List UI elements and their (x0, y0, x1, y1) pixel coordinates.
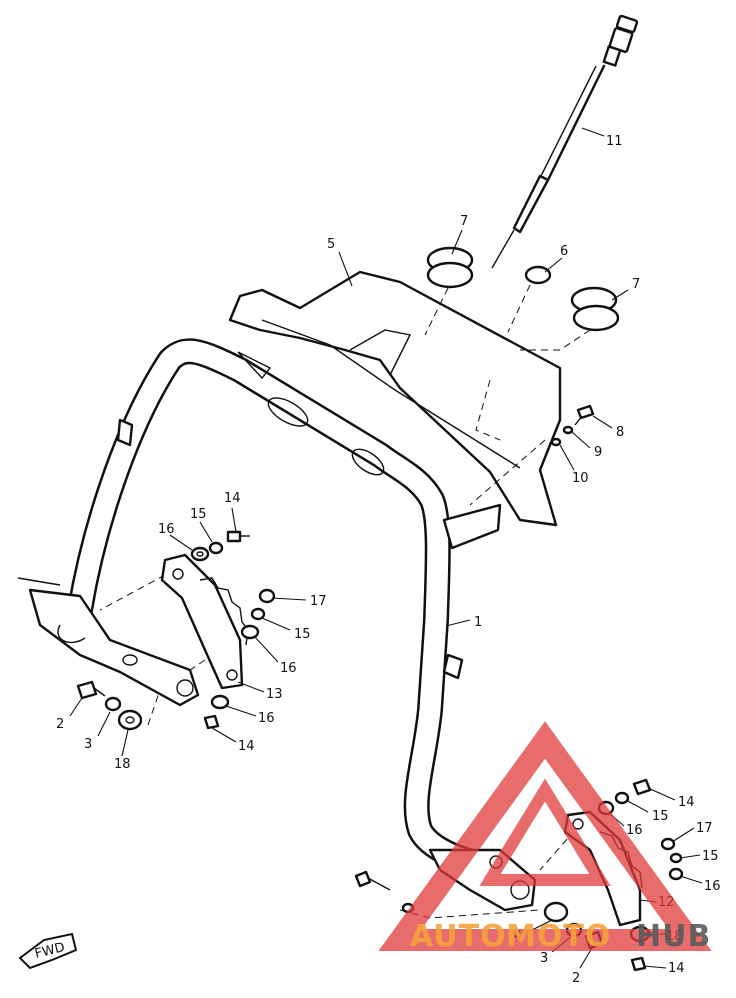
fwd-arrow-icon: FWD (18, 932, 78, 970)
label-3-left: 3 (84, 737, 92, 752)
left-foot-bracket (17, 577, 200, 707)
label-16-right-mid: 16 (704, 879, 721, 894)
watermark-text-c: HUB (636, 919, 711, 954)
label-18-left: 18 (114, 757, 131, 772)
label-17-right: 17 (696, 821, 713, 836)
label-10: 10 (572, 471, 589, 486)
part-1-frame (67, 338, 523, 888)
label-8: 8 (616, 425, 624, 440)
watermark-text-b: MOTO (506, 919, 611, 954)
part-7-clamp-right (570, 286, 620, 332)
label-1: 1 (474, 615, 482, 630)
label-15-left-mid: 15 (294, 627, 311, 642)
label-17-left: 17 (310, 594, 327, 609)
part-7-clamp-left (426, 246, 474, 289)
label-2-right: 2 (572, 971, 580, 986)
part-6-grommet (524, 265, 552, 285)
label-6: 6 (560, 244, 568, 259)
watermark-text-a: AUTO (410, 919, 507, 954)
part-11-cable (491, 14, 639, 269)
label-14-left-top: 14 (224, 491, 241, 506)
label-16-left-top: 16 (158, 522, 175, 537)
hardware-left (76, 530, 276, 731)
watermark-logo: AUTO MOTO HUB (378, 721, 712, 954)
label-14-right-top: 14 (678, 795, 695, 810)
label-14-left-bottom: 14 (238, 739, 255, 754)
label-2-left: 2 (56, 717, 64, 732)
label-3-right: 3 (540, 951, 548, 966)
label-11: 11 (606, 134, 623, 149)
label-5: 5 (327, 237, 335, 252)
alignment-lines (99, 284, 591, 919)
label-13: 13 (266, 687, 283, 702)
label-7-left: 7 (460, 214, 468, 229)
label-15-right-top: 15 (652, 809, 669, 824)
label-14-right-bottom: 14 (668, 961, 685, 976)
label-16-left-bottom: 16 (258, 711, 275, 726)
label-16-right-top: 16 (626, 823, 643, 838)
fwd-label: FWD (33, 940, 66, 962)
label-16-left-mid: 16 (280, 661, 297, 676)
label-15-left-top: 15 (190, 507, 207, 522)
label-15-right-mid: 15 (702, 849, 719, 864)
part-5-plate (228, 270, 562, 527)
label-7-right: 7 (632, 277, 640, 292)
label-9: 9 (594, 445, 602, 460)
